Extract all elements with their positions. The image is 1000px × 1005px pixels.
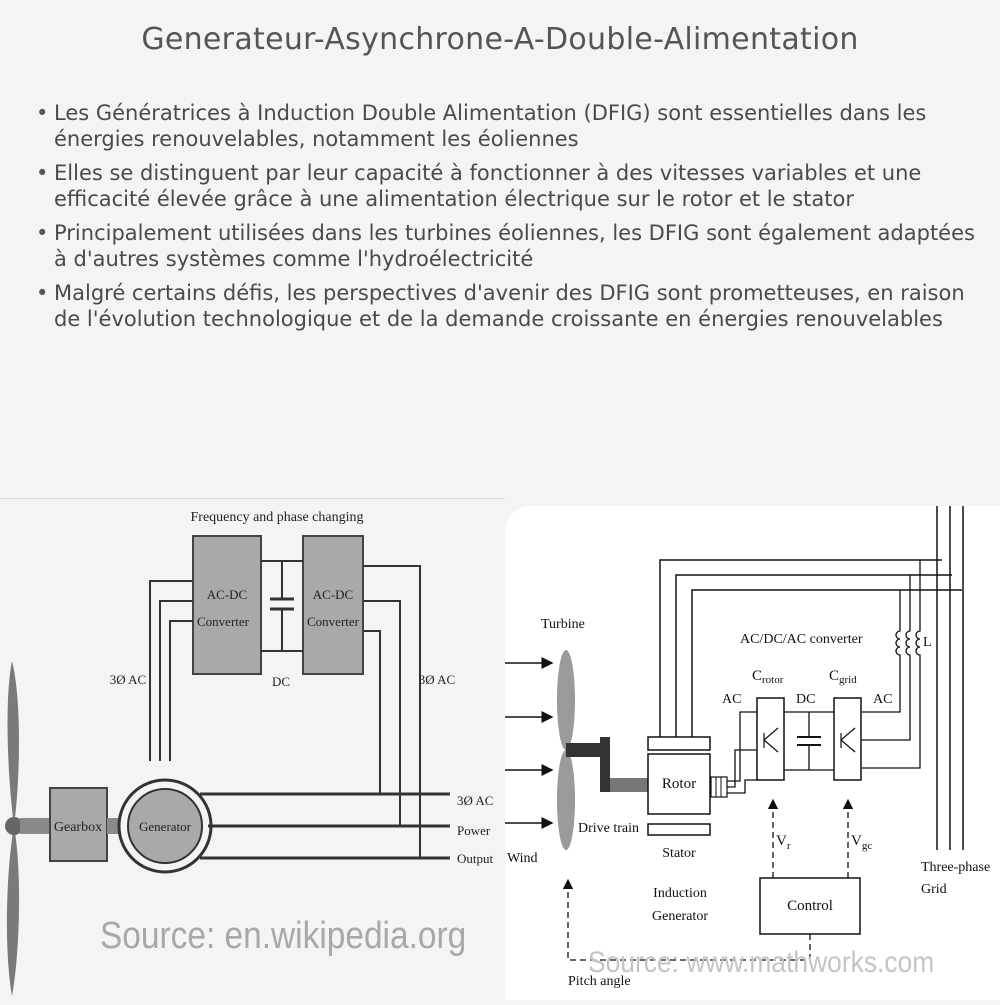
ac-label-1: AC	[722, 692, 741, 707]
grid-wire	[363, 565, 421, 858]
converter-box-1	[192, 535, 262, 675]
dc-label: DC	[796, 692, 815, 707]
converter-header: Frequency and phase changing	[191, 510, 364, 525]
rotor-side-converter	[756, 697, 785, 781]
igbt-symbol	[763, 727, 779, 753]
rotor-wire	[169, 620, 193, 761]
grid-wire	[363, 630, 381, 794]
grid-label: Three-phase	[921, 860, 990, 875]
right-diagram-panel: Wind Turbine Drive train Rotor Stator In…	[505, 506, 1000, 1000]
dfig-mathworks-diagram: Wind Turbine Drive train Rotor Stator In…	[505, 506, 990, 989]
source-caption-right: Source: www.mathworks.com	[588, 946, 935, 979]
vr-label: Vr	[776, 833, 791, 852]
turbine-label: Turbine	[541, 617, 585, 632]
stator-bar	[647, 823, 711, 836]
output-ac-label: 3Ø AC	[457, 793, 493, 808]
inductor-label: L	[923, 635, 932, 650]
left-diagram-panel: Gearbox Generator AC-DC Converter AC-DC …	[0, 498, 505, 1001]
ac-label-2: AC	[873, 692, 892, 707]
stator-label: Stator	[662, 846, 696, 861]
c-grid-label: Cgrid	[829, 668, 857, 686]
ac-right-label: 3Ø AC	[419, 672, 455, 687]
hub-shaft	[566, 743, 604, 757]
c-rotor-label: Crotor	[752, 668, 784, 686]
bullet-item: Elles se distinguent par leur capacité à…	[36, 160, 976, 212]
grid-side-wire	[861, 665, 921, 769]
rotor-label: Rotor	[662, 776, 696, 792]
grid-label: Grid	[921, 882, 947, 897]
output-output-label: Output	[457, 851, 494, 866]
bullet-item: Malgré certains défis, les perspectives …	[36, 280, 976, 332]
drive-shaft	[610, 778, 648, 792]
induction-label: Generator	[652, 909, 708, 924]
stator-wire	[675, 574, 952, 737]
converter-box-2	[302, 535, 364, 675]
turbine-blade-shape	[7, 661, 19, 826]
generator-label: Generator	[139, 819, 192, 834]
slip-rings	[710, 776, 728, 798]
gearbox-box	[49, 787, 108, 862]
page-title: Generateur-Asynchrone-A-Double-Alimentat…	[141, 22, 859, 57]
grid-wire	[363, 600, 401, 826]
grid-side-converter	[833, 697, 862, 781]
igbt-symbol	[840, 727, 856, 753]
pitch-signal-line	[562, 878, 811, 961]
dc-label: DC	[272, 674, 290, 689]
inductor-coil	[915, 560, 921, 665]
grid-side-wire	[861, 665, 911, 741]
inductor-coil	[895, 590, 901, 665]
drive-train-label: Drive train	[578, 821, 639, 836]
shaft-shape	[20, 818, 50, 834]
rotor-box	[647, 753, 711, 815]
converter-1-label: Converter	[197, 614, 250, 629]
bullet-item: Les Génératrices à Induction Double Alim…	[36, 100, 976, 152]
turbine-blade-shape	[557, 650, 575, 750]
source-caption-left: Source: en.wikipedia.org	[100, 915, 467, 957]
stator-wire	[691, 589, 962, 737]
bullet-list: Les Génératrices à Induction Double Alim…	[36, 100, 976, 340]
rotor-wire	[727, 711, 757, 782]
vgc-label: Vgc	[851, 833, 872, 852]
turbine-hub-shape	[5, 817, 23, 835]
gearbox-label: Gearbox	[54, 820, 102, 835]
stator-wire	[659, 559, 942, 737]
converter-label: AC/DC/AC converter	[740, 632, 863, 647]
rotor-wire	[727, 779, 757, 794]
wind-label: Wind	[507, 851, 538, 866]
control-label: Control	[787, 898, 833, 914]
stator-bar	[647, 736, 711, 751]
ac-left-label: 3Ø AC	[110, 672, 146, 687]
pitch-label: Pitch angle	[568, 974, 631, 989]
gear-shape	[600, 737, 610, 792]
converter-2-label: AC-DC	[313, 587, 353, 602]
rotor-wire	[149, 580, 193, 761]
converter-1-label: AC-DC	[207, 587, 247, 602]
turbine-blade-shape	[6, 826, 20, 996]
turbine-blade-shape	[557, 750, 575, 850]
induction-label: Induction	[653, 886, 707, 901]
converter-2-label: Converter	[307, 614, 360, 629]
bullet-item: Principalement utilisées dans les turbin…	[36, 220, 976, 272]
generator-core	[127, 788, 203, 864]
rotor-wire	[159, 600, 193, 761]
control-box	[759, 877, 861, 935]
output-power-label: Power	[457, 823, 491, 838]
dfig-wikipedia-diagram: Gearbox Generator AC-DC Converter AC-DC …	[5, 510, 494, 996]
inductor-coil	[905, 575, 911, 665]
grid-side-wire	[861, 665, 901, 713]
rotor-wire	[727, 749, 757, 788]
